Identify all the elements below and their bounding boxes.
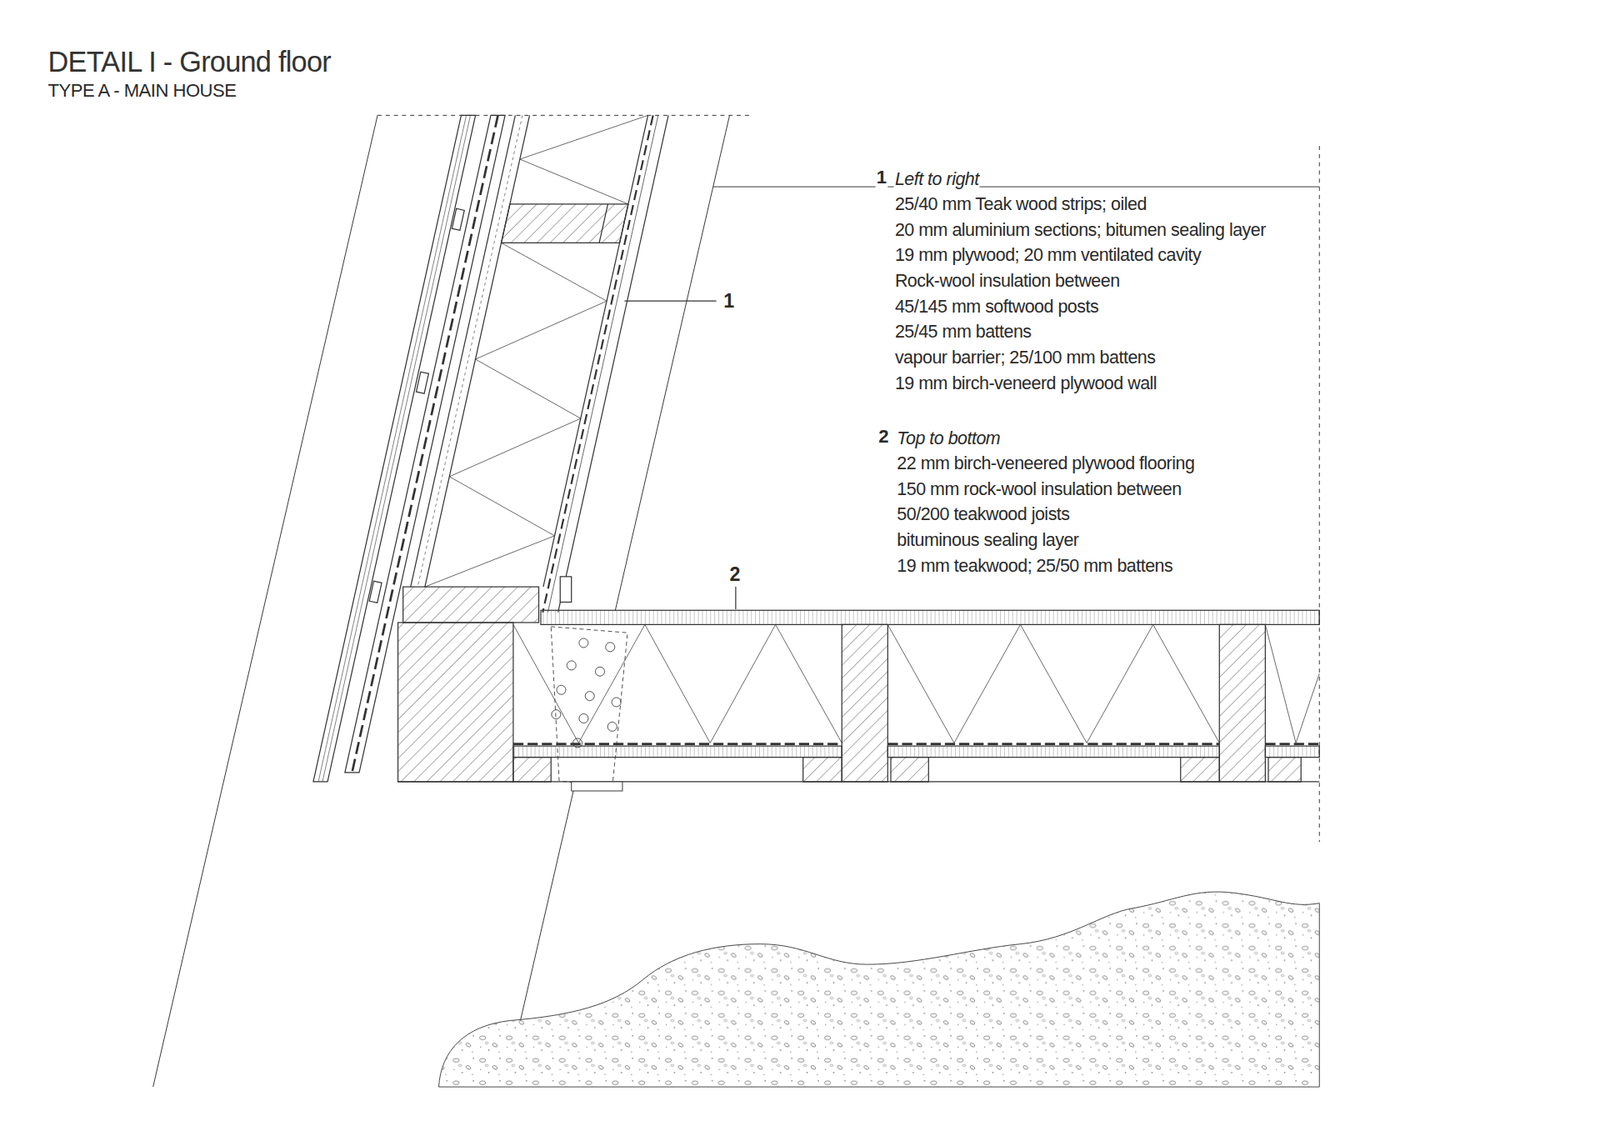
material-note: 19 mm plywood; 20 mm ventilated cavity bbox=[894, 244, 1203, 266]
material-note: 150 mm rock-wool insulation between bbox=[895, 478, 1183, 500]
callout-number: 2 bbox=[728, 562, 741, 586]
material-note: bituminous sealing layer bbox=[895, 529, 1080, 551]
note-heading: Left to right bbox=[894, 167, 980, 190]
material-note: 25/40 mm Teak wood strips; oiled bbox=[894, 193, 1148, 215]
callout-number: 2 bbox=[877, 426, 890, 449]
material-note: 19 mm birch-veneerd plywood wall bbox=[894, 371, 1159, 394]
callout-number: 1 bbox=[722, 289, 735, 313]
note-heading: Top to bottom bbox=[895, 426, 1001, 449]
material-note: 20 mm aluminium sections; bitumen sealin… bbox=[894, 219, 1267, 241]
drawing-title: DETAIL I - Ground floor bbox=[46, 45, 332, 80]
material-note: 22 mm birch-veneered plywood flooring bbox=[895, 452, 1196, 475]
callout-number: 1 bbox=[875, 167, 889, 190]
material-note: Rock-wool insulation between bbox=[894, 270, 1121, 292]
material-note: 45/145 mm softwood posts bbox=[894, 295, 1100, 317]
material-note: 19 mm teakwood; 25/50 mm battens bbox=[895, 555, 1174, 577]
material-note: vapour barrier; 25/100 mm battens bbox=[894, 346, 1157, 369]
drawing-subtitle: TYPE A - MAIN HOUSE bbox=[46, 80, 237, 103]
material-note: 50/200 teakwood joists bbox=[895, 503, 1071, 525]
construction-lines bbox=[153, 115, 1320, 1087]
material-note: 25/45 mm battens bbox=[894, 320, 1033, 343]
